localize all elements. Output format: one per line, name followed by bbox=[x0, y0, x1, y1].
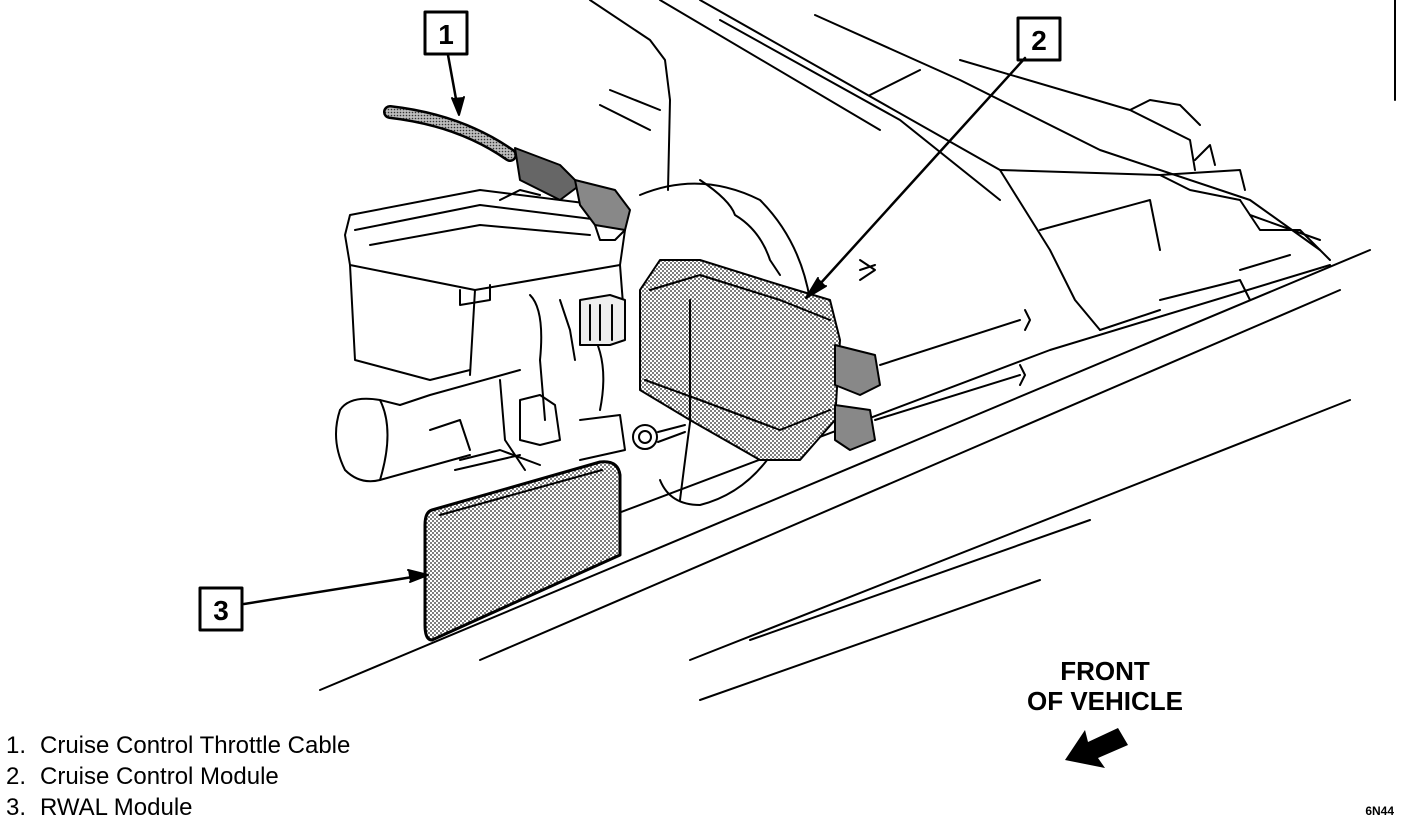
master-cylinder-body bbox=[335, 294, 626, 483]
legend-number: 1. bbox=[6, 732, 27, 759]
front-label-line2: OF VEHICLE bbox=[1026, 686, 1183, 716]
master-cylinder-reservoir bbox=[344, 189, 626, 381]
parts-legend: 1. Cruise Control Throttle Cable 2. Cruise… bbox=[6, 730, 350, 823]
mounting-bolt bbox=[632, 424, 686, 450]
legend-item-2: 2. Cruise Control Module bbox=[6, 761, 350, 792]
front-of-vehicle-label: FRONT OF VEHICLE bbox=[1010, 656, 1200, 716]
frame-rail bbox=[319, 249, 1371, 701]
figure-code: 6N44 bbox=[1365, 804, 1394, 818]
legend-number: 3. bbox=[6, 794, 27, 821]
legend-text: Cruise Control Module bbox=[40, 763, 279, 790]
arrow-down-left-icon bbox=[1065, 728, 1128, 768]
legend-text: RWAL Module bbox=[40, 794, 193, 821]
callout-number-3: 3 bbox=[213, 595, 229, 626]
callout-number-2: 2 bbox=[1031, 25, 1047, 56]
rwal-module bbox=[423, 460, 622, 642]
callout-number-1: 1 bbox=[438, 19, 454, 50]
legend-number: 2. bbox=[6, 763, 27, 790]
cruise-control-module bbox=[639, 259, 1031, 461]
legend-item-3: 3. RWAL Module bbox=[6, 792, 350, 823]
callout-2 bbox=[805, 16, 1062, 299]
harness-connector bbox=[579, 294, 626, 346]
callout-3 bbox=[198, 569, 429, 632]
callout-1 bbox=[423, 10, 469, 116]
fender-panel bbox=[589, 0, 1396, 331]
front-label-line1: FRONT bbox=[1060, 656, 1150, 686]
throttle-cable bbox=[383, 105, 631, 241]
legend-text: Cruise Control Throttle Cable bbox=[40, 732, 351, 759]
legend-item-1: 1. Cruise Control Throttle Cable bbox=[6, 730, 350, 761]
